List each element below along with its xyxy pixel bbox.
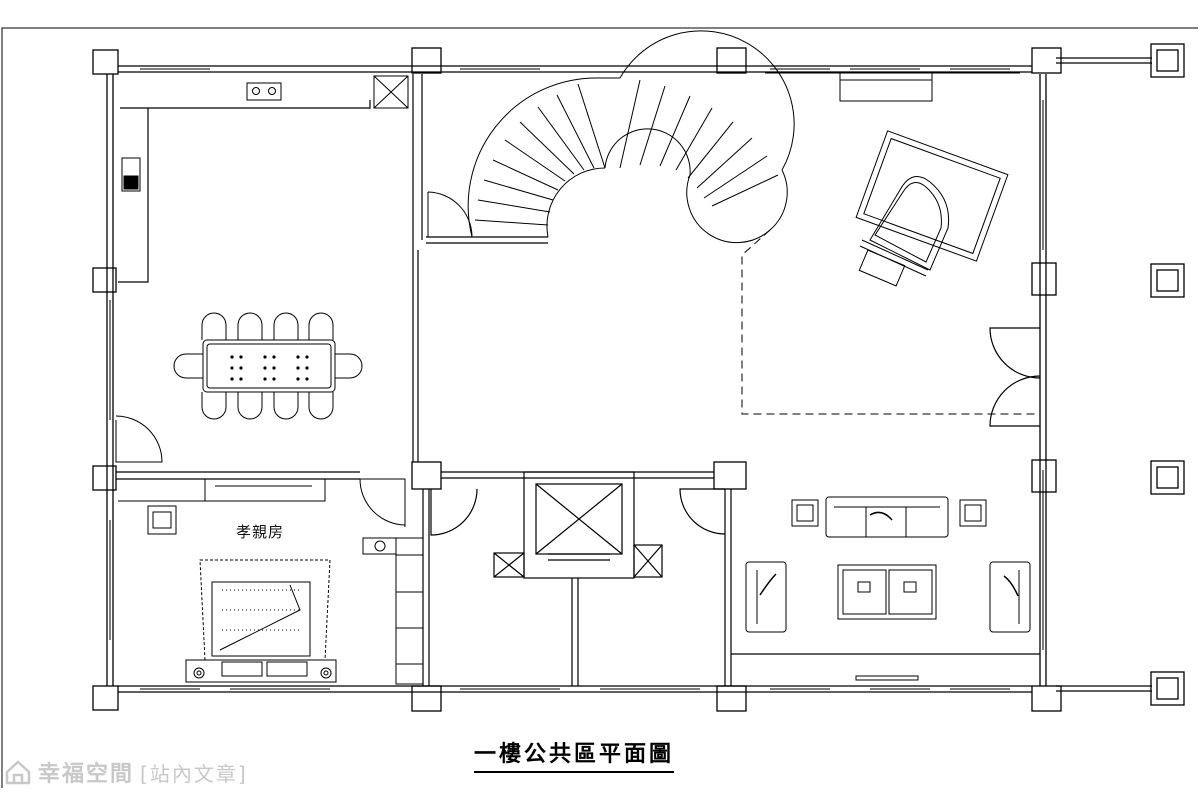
- elevator-core: [430, 471, 726, 579]
- shaft-icon: [373, 75, 409, 109]
- coffee-table: [837, 564, 937, 620]
- watermark-tag: [站內文章]: [140, 761, 248, 786]
- living-room-furniture: [745, 496, 1031, 681]
- dining-set: [173, 312, 363, 420]
- terrace-double-door: [989, 327, 1041, 427]
- windows: [109, 68, 1044, 690]
- cooktop-icon: [246, 82, 282, 101]
- interior-walls: [116, 74, 1040, 686]
- sofa: [825, 496, 949, 538]
- bedroom: [118, 478, 424, 685]
- bed: [211, 581, 311, 657]
- sink-icon: [121, 157, 141, 192]
- shaft-icon: [493, 552, 525, 578]
- kitchen-fixtures: [115, 75, 409, 463]
- top-cabinet: [765, 72, 1020, 102]
- room-label-parents-bedroom: 孝親房: [236, 523, 285, 541]
- dining-chairs: [173, 312, 363, 420]
- house-logo-icon: [5, 760, 31, 785]
- watermark: 幸福空間 [站內文章]: [4, 756, 248, 788]
- piano-bench: [858, 249, 906, 287]
- watermark-brand: 幸福空間: [38, 762, 135, 787]
- sheet-frame: [1, 27, 1198, 788]
- dining-table: [202, 339, 336, 393]
- columns: [92, 43, 1185, 712]
- exterior-walls: [106, 57, 1152, 693]
- armchair-left: [745, 561, 787, 633]
- stair-treads: [474, 79, 779, 226]
- living-area-dashed-outline: [741, 229, 1040, 415]
- plan-title: 一樓公共區平面圖: [474, 736, 675, 773]
- table-dots: [230, 355, 309, 381]
- armchair-right: [989, 561, 1031, 633]
- shaft-icon: [633, 544, 663, 578]
- spiral-staircase: [427, 30, 795, 244]
- grand-piano: [855, 130, 1009, 287]
